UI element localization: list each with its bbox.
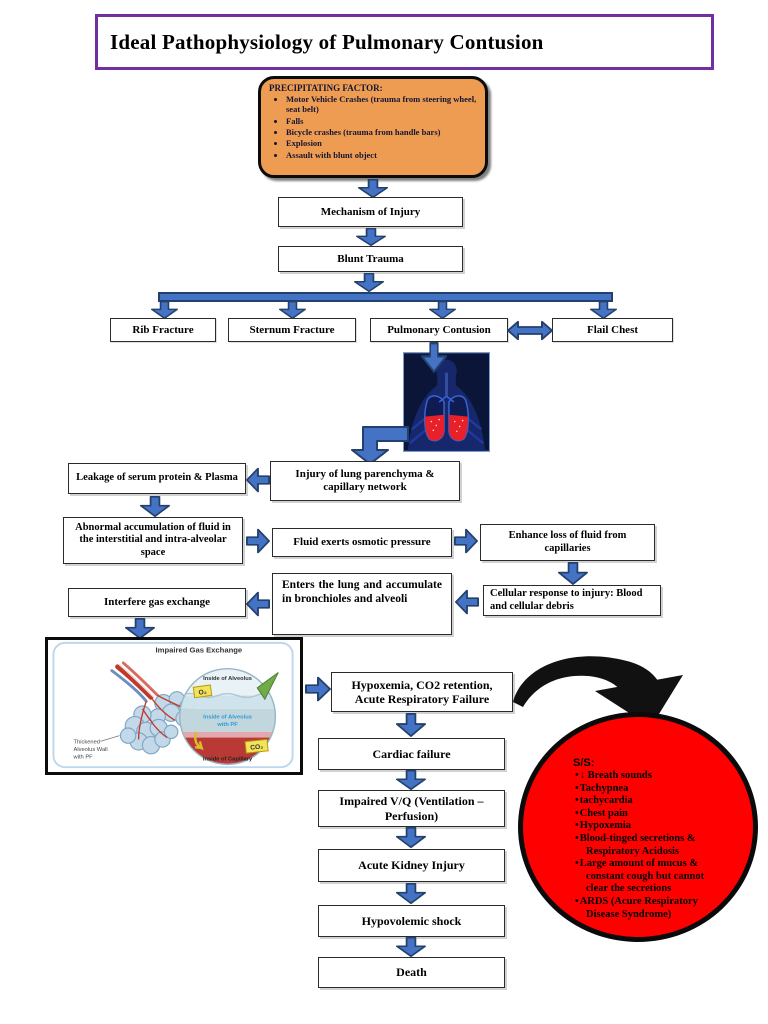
- page-title: Ideal Pathophysiology of Pulmonary Contu…: [110, 29, 544, 54]
- node-enters-lung: Enters the lung and accumulate in bronch…: [272, 573, 452, 635]
- precipitating-factor-box: PRECIPITATING FACTOR: Motor Vehicle Cras…: [258, 76, 488, 178]
- yellow-arrow-icon: [194, 731, 204, 751]
- arrow-down-icon: [396, 883, 426, 904]
- arrow-down-icon: [140, 496, 170, 517]
- node-cardiac-failure: Cardiac failure: [318, 738, 505, 770]
- bronchiole-vessels: [110, 661, 160, 703]
- arrow-left-icon: [246, 591, 270, 617]
- list-item: Explosion: [286, 138, 479, 148]
- arrow-left-icon: [455, 589, 479, 615]
- arrow-down-icon: [279, 301, 306, 319]
- arrow-down-icon: [396, 937, 426, 957]
- label-inside-alveolus-pf-1: Inside of Alveolus: [203, 714, 252, 720]
- arrow-down-icon: [558, 562, 588, 585]
- list-item: Bicycle crashes (trauma from handle bars…: [286, 127, 479, 137]
- arrow-down-icon: [354, 273, 384, 292]
- label-inside-alveolus-pf-2: with PF: [216, 722, 238, 728]
- capillary-net: [137, 694, 189, 740]
- node-mechanism-of-injury: Mechanism of Injury: [278, 197, 463, 227]
- arrow-down-icon: [590, 301, 617, 319]
- thickened-wall-label: Thickened Alveolus Wall with PF: [73, 735, 120, 761]
- arrow-right-icon: [305, 676, 331, 702]
- arrow-down-icon: [429, 301, 456, 319]
- node-flail-chest: Flail Chest: [552, 318, 673, 342]
- list-item: Motor Vehicle Crashes (trauma from steer…: [286, 94, 479, 115]
- contusion-right: [448, 414, 469, 441]
- node-blunt-trauma: Blunt Trauma: [278, 246, 463, 272]
- node-hypoxemia: Hypoxemia, CO2 retention, Acute Respirat…: [331, 672, 513, 712]
- green-arrow-icon: [256, 672, 279, 701]
- list-item: Assault with blunt object: [286, 150, 479, 160]
- arrow-right-icon: [454, 528, 478, 554]
- arrow-down-icon: [151, 301, 178, 319]
- node-leakage-serum: Leakage of serum protein & Plasma: [68, 463, 246, 494]
- arrow-left-icon: [246, 467, 270, 493]
- list-item: Blood-tinged secretions & Respiratory Ac…: [569, 833, 727, 858]
- node-rib-fracture: Rib Fracture: [110, 318, 216, 342]
- node-fluid-osmotic: Fluid exerts osmotic pressure: [272, 528, 452, 557]
- list-item: Tachypnea: [569, 783, 727, 796]
- arrow-down-icon: [396, 827, 426, 848]
- node-abnormal-fluid: Abnormal accumulation of fluid in the in…: [63, 517, 243, 564]
- arrow-curved-black-icon: [513, 656, 683, 727]
- signs-symptoms-heading: S/S:: [573, 757, 595, 769]
- svg-text:Thickened: Thickened: [74, 739, 100, 745]
- arrow-right-icon: [246, 528, 270, 554]
- signs-symptoms-list: ↓ Breath sounds Tachypnea tachycardia Ch…: [569, 770, 727, 921]
- list-item: Chest pain: [569, 808, 727, 821]
- precipitating-factor-list: Motor Vehicle Crashes (trauma from steer…: [269, 94, 479, 160]
- contusion-left: [424, 414, 445, 441]
- arrow-down-icon: [358, 179, 388, 198]
- label-inside-alveolus: Inside of Alveolus: [203, 676, 252, 682]
- label-o2: O₂: [198, 689, 207, 697]
- node-sternum-fracture: Sternum Fracture: [228, 318, 356, 342]
- arrow-double-horizontal-icon: [507, 320, 553, 341]
- label-co2: CO₂: [250, 743, 264, 751]
- node-death: Death: [318, 957, 505, 988]
- list-item: ↓ Breath sounds: [569, 770, 727, 783]
- arrow-down-icon: [125, 618, 155, 639]
- node-pulmonary-contusion: Pulmonary Contusion: [370, 318, 508, 342]
- arrow-down-icon: [356, 228, 386, 246]
- signs-symptoms-circle: S/S: ↓ Breath sounds Tachypnea tachycard…: [518, 712, 758, 942]
- list-item: ARDS (Acure Respiratory Disease Syndrome…: [569, 896, 727, 921]
- image-title: Impaired Gas Exchange: [156, 645, 243, 654]
- list-item: Hypoxemia: [569, 820, 727, 833]
- svg-text:Alveolus Wall: Alveolus Wall: [74, 747, 108, 753]
- node-hypovolemic-shock: Hypovolemic shock: [318, 905, 505, 937]
- impaired-gas-exchange-image: Impaired Gas Exchange: [45, 637, 303, 775]
- node-enhance-loss: Enhance loss of fluid from capillaries: [480, 524, 655, 561]
- list-item: Large amount of mucus & constant cough b…: [569, 858, 727, 896]
- precipitating-factor-heading: PRECIPITATING FACTOR:: [269, 83, 383, 93]
- arrow-down-icon: [421, 342, 447, 373]
- page-title-box: Ideal Pathophysiology of Pulmonary Contu…: [95, 14, 714, 70]
- connector-bar: [158, 292, 613, 302]
- node-acute-kidney-injury: Acute Kidney Injury: [318, 849, 505, 882]
- node-interfere-gas: Interfere gas exchange: [68, 588, 246, 617]
- arrow-down-icon: [396, 713, 426, 737]
- node-impaired-vq: Impaired V/Q (Ventilation – Perfusion): [318, 790, 505, 827]
- list-item: tachycardia: [569, 795, 727, 808]
- alveolus-inset-circle: Inside of Alveolus O₂ Inside of Alveolus…: [179, 667, 279, 766]
- arrow-elbow-left-down-icon: [351, 426, 409, 465]
- node-injury-lung-parenchyma: Injury of lung parenchyma & capillary ne…: [270, 461, 460, 501]
- node-cellular-response: Cellular response to injury: Blood and c…: [483, 585, 661, 616]
- list-item: Falls: [286, 116, 479, 126]
- arrow-down-icon: [396, 770, 426, 790]
- label-inside-capillary: Inside of Capillary: [203, 757, 253, 763]
- svg-text:with PF: with PF: [73, 755, 94, 761]
- lung-contusion-image: [403, 352, 490, 452]
